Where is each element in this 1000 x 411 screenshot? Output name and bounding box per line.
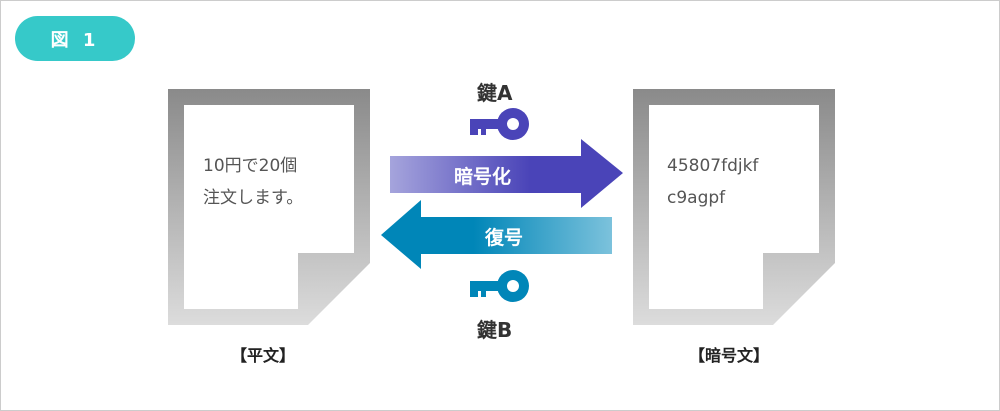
- decrypt-arrow: [381, 200, 612, 269]
- ciphertext-line-1: 45807fdjkf: [667, 156, 759, 176]
- ciphertext-content: 45807fdjkf c9agpf: [667, 150, 758, 214]
- plaintext-content: 10円で20個 注文します。: [203, 150, 303, 214]
- key-a-label: 鍵A: [477, 81, 513, 105]
- figure-badge: 図 1: [15, 16, 135, 61]
- plaintext-document-icon: [168, 89, 370, 325]
- key-a-icon: [470, 108, 529, 140]
- plaintext-caption: 【平文】: [231, 346, 296, 365]
- plaintext-line-2: 注文します。: [203, 188, 304, 208]
- key-b-icon: [470, 270, 529, 302]
- encrypt-arrow: [390, 139, 623, 208]
- plaintext-line-1: 10円で20個: [203, 156, 298, 176]
- ciphertext-document-icon: [633, 89, 835, 325]
- ciphertext-line-2: c9agpf: [667, 188, 726, 208]
- key-b-label: 鍵B: [477, 318, 513, 342]
- decrypt-label: 復号: [485, 227, 524, 249]
- ciphertext-caption: 【暗号文】: [689, 346, 770, 365]
- encrypt-label: 暗号化: [454, 166, 512, 188]
